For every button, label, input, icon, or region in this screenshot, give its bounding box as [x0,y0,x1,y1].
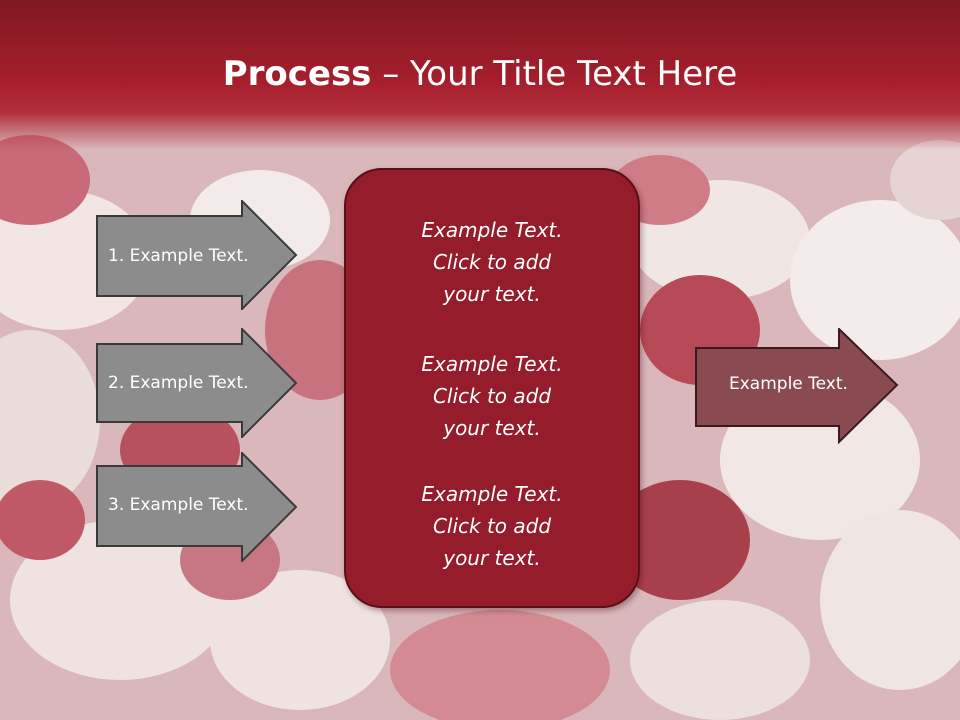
arrow-right-icon [96,452,298,562]
title-bold: Process [222,54,372,94]
block-line: Example Text. [421,352,563,376]
text-block-2: Example Text. Click to add your text. [346,348,638,444]
text-block-3: Example Text. Click to add your text. [346,478,638,574]
title-bar [0,0,960,150]
arrow-right-icon [96,200,298,310]
left-arrow-label: 2. Example Text. [108,373,249,393]
left-arrow-1[interactable]: 1. Example Text. [96,200,298,310]
block-line: your text. [443,416,541,440]
block-line: your text. [443,546,541,570]
block-line: Example Text. [421,482,563,506]
left-arrow-label: 1. Example Text. [108,246,249,266]
block-line: Example Text. [421,218,563,242]
arrow-right-icon [695,328,899,444]
block-line: Click to add [432,250,552,274]
title-rest: – Your Title Text Here [371,54,738,94]
left-arrow-2[interactable]: 2. Example Text. [96,328,298,438]
block-line: your text. [443,282,541,306]
left-arrow-3[interactable]: 3. Example Text. [96,452,298,562]
text-block-1: Example Text. Click to add your text. [346,214,638,310]
right-arrow[interactable]: Example Text. [695,328,899,444]
left-arrow-label: 3. Example Text. [108,495,249,515]
block-line: Click to add [432,384,552,408]
center-content-box[interactable]: Example Text. Click to add your text. Ex… [344,168,640,608]
block-line: Click to add [432,514,552,538]
right-arrow-label: Example Text. [729,374,848,394]
arrow-right-icon [96,328,298,438]
slide-title[interactable]: Process – Your Title Text Here [0,52,960,96]
